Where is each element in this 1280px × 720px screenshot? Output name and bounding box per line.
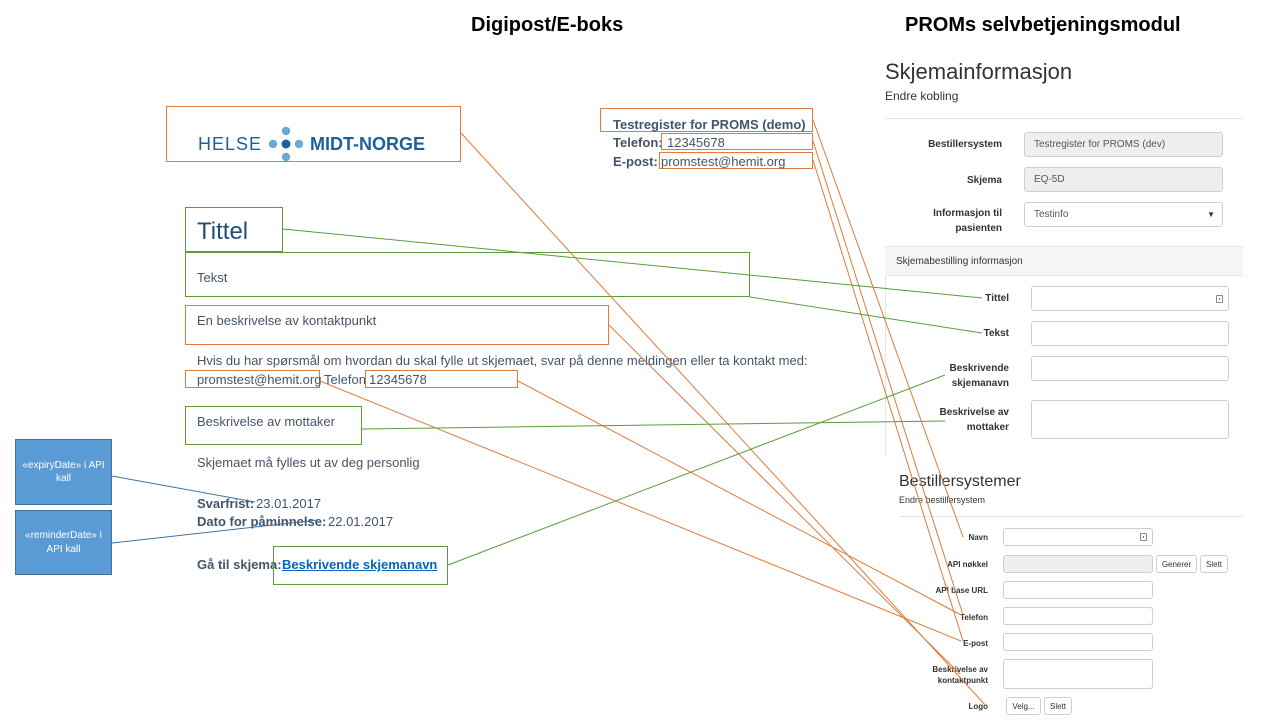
logo-text-right: MIDT-NORGE xyxy=(310,133,426,154)
api-url-field[interactable] xyxy=(1003,581,1153,599)
reminder-value: 22.01.2017 xyxy=(328,514,394,529)
patient-info-value: Testinfo xyxy=(1034,209,1069,220)
logo-label: Logo xyxy=(968,702,988,711)
key-icon xyxy=(1140,533,1147,541)
name-field[interactable] xyxy=(1003,528,1153,546)
logo-box: HELSE MIDT-NORGE xyxy=(166,106,461,162)
schema-field[interactable]: EQ-5D xyxy=(1024,167,1223,192)
phone-field-label: Telefon xyxy=(960,613,988,622)
delete-logo-button[interactable]: Slett xyxy=(1044,697,1072,715)
letter-title: Tittel xyxy=(197,218,249,245)
form-info-title: Skjemainformasjon xyxy=(885,59,1073,84)
patient-info-select[interactable]: Testinfo ▼ xyxy=(1024,202,1223,227)
contact-desc-label: Beskrivelse av kontaktpunkt xyxy=(932,665,988,686)
goto-schema-label: Gå til skjema: xyxy=(197,557,282,572)
proms-heading: PROMs selvbetjeningsmodul xyxy=(905,14,1181,36)
letter-text: Tekst xyxy=(197,270,228,285)
digipost-heading: Digipost/E-boks xyxy=(471,14,624,36)
name-label: Navn xyxy=(968,533,988,542)
ordering-system-label: Bestillersystem xyxy=(928,139,1002,150)
deadline-label: Svarfrist: xyxy=(197,496,255,511)
personal-note: Skjemaet må fylles ut av deg personlig xyxy=(197,455,420,470)
key-icon xyxy=(1216,294,1223,303)
contact-phone: 12345678 xyxy=(369,372,427,387)
api-key-field[interactable] xyxy=(1003,555,1153,573)
sender-email-label: E-post: xyxy=(613,154,658,169)
deadline-value: 23.01.2017 xyxy=(256,496,322,511)
sender-email-value: promstest@hemit.org xyxy=(661,154,786,169)
schema-label: Skjema xyxy=(966,175,1002,186)
logo-dots-icon xyxy=(268,126,304,162)
recipient-field[interactable] xyxy=(1031,400,1229,439)
schema-name-label: Beskrivende skjemanavn xyxy=(949,363,1009,389)
schema-name-field[interactable] xyxy=(1031,356,1229,381)
order-section-header: Skjemabestilling informasjon xyxy=(885,246,1243,276)
text-field-label: Tekst xyxy=(983,328,1009,339)
contact-email-connector xyxy=(319,380,962,642)
delete-api-key-button[interactable]: Slett xyxy=(1200,555,1228,573)
order-section-title: Skjemabestilling informasjon xyxy=(896,256,1023,267)
email-field[interactable] xyxy=(1003,633,1153,651)
helse-midt-norge-logo: HELSE MIDT-NORGE xyxy=(198,124,425,164)
form-info-subtitle: Endre kobling xyxy=(885,89,959,103)
logo-text-left: HELSE xyxy=(198,133,263,154)
contact-email-box xyxy=(185,370,320,388)
sender-name-box xyxy=(600,108,813,132)
letter-text-box xyxy=(185,252,750,297)
title-field[interactable] xyxy=(1031,286,1229,311)
ordering-system-field[interactable]: Testregister for PROMS (dev) xyxy=(1024,132,1223,157)
api-key-label: API nøkkel xyxy=(947,560,988,569)
reminder-date-note: «reminderDate» i API kall xyxy=(15,510,112,575)
contact-desc-field[interactable] xyxy=(1003,659,1153,689)
chevron-down-icon: ▼ xyxy=(1207,210,1215,219)
ordering-systems-title: Bestillersystemer xyxy=(899,473,1021,490)
sender-phone-value: 12345678 xyxy=(667,135,725,150)
phone-field[interactable] xyxy=(1003,607,1153,625)
choose-logo-button[interactable]: Velg... xyxy=(1006,697,1041,715)
contact-email: promstest@hemit.org xyxy=(197,372,322,387)
schema-name-connector xyxy=(447,374,946,566)
contact-phone-label: Telefon xyxy=(324,372,366,387)
contact-sentence: Hvis du har spørsmål om hvordan du skal … xyxy=(197,353,808,368)
contact-description: En beskrivelse av kontaktpunkt xyxy=(197,313,377,328)
recipient-field-label: Beskrivelse av mottaker xyxy=(939,407,1009,433)
sender-name: Testregister for PROMS (demo) xyxy=(613,117,806,132)
ordering-systems-subtitle: Endre bestillersystem xyxy=(899,495,986,505)
schema-link[interactable]: Beskrivende skjemanavn xyxy=(282,557,438,572)
email-field-label: E-post xyxy=(963,639,988,648)
reminder-label: Dato for påminnelse: xyxy=(197,514,327,529)
patient-info-label: Informasjon til pasienten xyxy=(933,208,1002,234)
sender-phone-label: Telefon: xyxy=(613,135,663,150)
api-url-label: API base URL xyxy=(935,586,988,595)
form-info-divider xyxy=(885,118,1243,119)
generate-button[interactable]: Generer xyxy=(1156,555,1197,573)
title-field-label: Tittel xyxy=(985,293,1009,304)
letter-title-box xyxy=(185,207,283,252)
recipient-connector xyxy=(361,420,946,430)
ordering-systems-divider xyxy=(899,516,1243,517)
expiry-date-note: «expiryDate» i API kall xyxy=(15,439,112,505)
text-field[interactable] xyxy=(1031,321,1229,346)
recipient-description: Beskrivelse av mottaker xyxy=(197,414,335,429)
